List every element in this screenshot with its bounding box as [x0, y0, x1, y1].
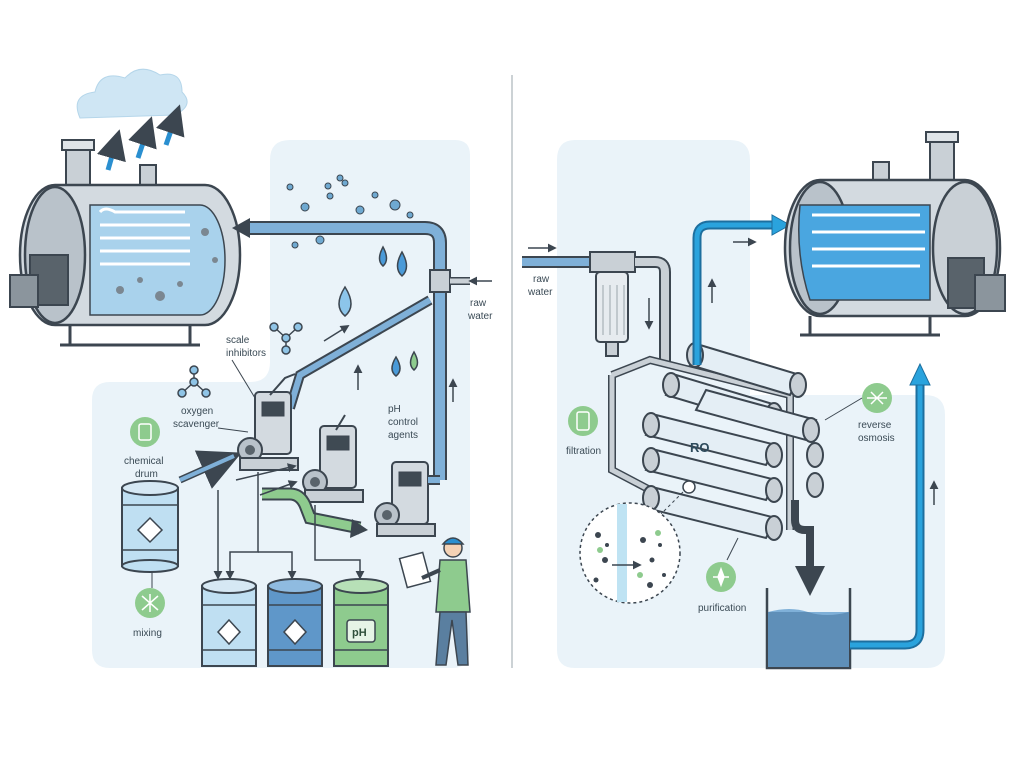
filter-housing [589, 251, 636, 357]
ph-control-agents-label: pH [388, 404, 401, 415]
ph-control-agents-label: agents [388, 430, 418, 441]
reverse-osmosis-label: osmosis [858, 433, 895, 444]
dosing-lines [213, 472, 365, 580]
operator-figure [398, 537, 471, 666]
flow-arrow-icon [235, 463, 297, 481]
ro-label: RO [690, 440, 710, 455]
chemical-drum [267, 578, 323, 667]
oxygen-scavenger-label: scavenger [173, 419, 220, 430]
chemical-drum [201, 578, 257, 667]
raw-water-label-left: water [467, 311, 493, 322]
steam-arrow-icon [128, 116, 157, 159]
ro-membrane-tube [694, 388, 820, 443]
flow-arrow-icon [909, 362, 931, 386]
steam-arrow-icon [96, 129, 126, 171]
water-drop-icon [378, 245, 388, 267]
chemical-drum-label: drum [135, 469, 158, 480]
scale-inhibitors-label: scale [226, 335, 250, 346]
dosing-pump [374, 461, 436, 537]
reverse-osmosis-label: reverse [858, 420, 892, 431]
membrane-magnifier [579, 491, 684, 604]
hazard-flame-icon [136, 516, 164, 544]
hazard-flame-icon [216, 618, 242, 646]
impurity-particles [286, 174, 414, 249]
dosing-pump [302, 425, 364, 503]
oxygen-scavenger-label: oxygen [181, 406, 213, 417]
steam-cloud-icon [76, 68, 188, 119]
raw-water-label-left: raw [470, 298, 487, 309]
chemical-drum-icon [130, 417, 160, 447]
water-drop-icon [409, 350, 419, 371]
molecule-icon [177, 365, 211, 398]
purification-label: purification [698, 603, 746, 614]
storage-tank [765, 588, 852, 670]
flow-arrow-icon [771, 214, 792, 236]
flow-arrow-icon [232, 218, 250, 238]
chemical-drum [121, 480, 179, 573]
steam-arrow-icon [156, 104, 185, 146]
raw-water-label-right: water [527, 287, 553, 298]
right-boiler [783, 131, 1006, 337]
ph-drum-label: pH [352, 627, 367, 639]
ph-drum: pH [333, 578, 389, 667]
left-boiler [9, 68, 242, 347]
filtration-icon [568, 406, 598, 436]
ro-membrane-tube [642, 412, 824, 468]
flow-arrow-icon [350, 519, 368, 538]
water-drop-icon [391, 355, 401, 377]
raw-water-label-right: raw [533, 274, 550, 285]
flow-arrow-icon [259, 480, 298, 496]
chemical-drum-label: chemical [124, 456, 163, 467]
molecule-icon [269, 322, 303, 355]
ro-membrane-tube [642, 485, 783, 541]
dosing-pump [237, 391, 299, 471]
filtration-label: filtration [566, 446, 601, 457]
water-drop-icon [338, 285, 352, 317]
ro-membrane-tube [642, 447, 824, 503]
mixing-label: mixing [133, 628, 162, 639]
ph-control-agents-label: control [388, 417, 418, 428]
flow-arrow-icon [323, 325, 350, 342]
hazard-toxic-icon [282, 618, 308, 646]
water-drop-icon [396, 250, 408, 278]
left-main-pipe [232, 218, 492, 480]
scale-inhibitors-label: inhibitors [226, 348, 266, 359]
